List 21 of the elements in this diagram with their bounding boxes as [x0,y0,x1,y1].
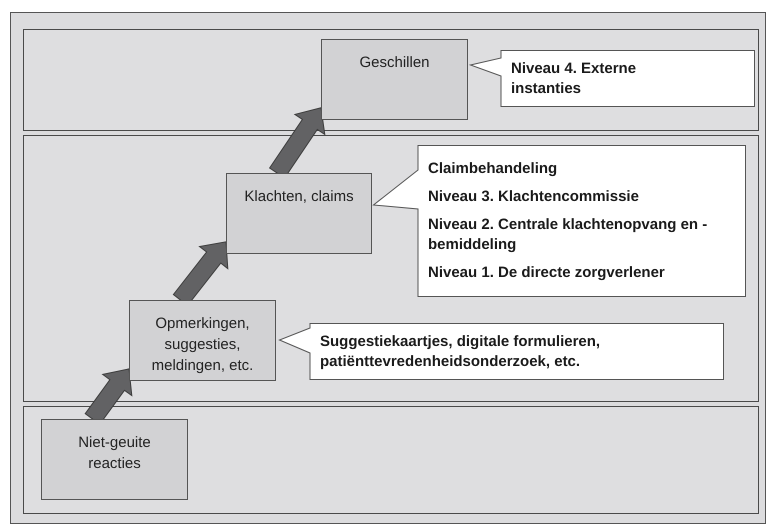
process-box [321,39,468,120]
level-band [23,29,759,131]
level-band [23,406,759,514]
callout-text: Niveau 4. Externe instanties [511,58,638,98]
process-box [41,419,188,500]
process-box [226,173,372,254]
callout-text: Suggestiekaartjes, digitale formulieren, patiënttevredenheidsonderzoek, etc. [320,332,602,372]
node-label: Geschillen [359,53,430,73]
node-label: Opmerkingen, suggesties, meldingen, etc. [150,314,254,376]
callout-text: Niveau 1. De directe zorgverlener [428,263,666,283]
outer-frame [10,12,766,524]
process-box [129,300,276,381]
node-label: Niet-geuite reacties [77,433,152,474]
speech-bubble [470,50,755,107]
node-label: Klachten, claims [244,187,354,207]
callout-text: Claimbehandeling [428,159,558,179]
speech-bubble [279,323,724,380]
level-band [23,135,759,402]
callout-text: Niveau 3. Klachtencommissie [428,187,640,207]
speech-bubble [373,145,746,297]
callout-text: Niveau 2. Centrale klachtenopvang en -bemiddeling [428,215,708,255]
